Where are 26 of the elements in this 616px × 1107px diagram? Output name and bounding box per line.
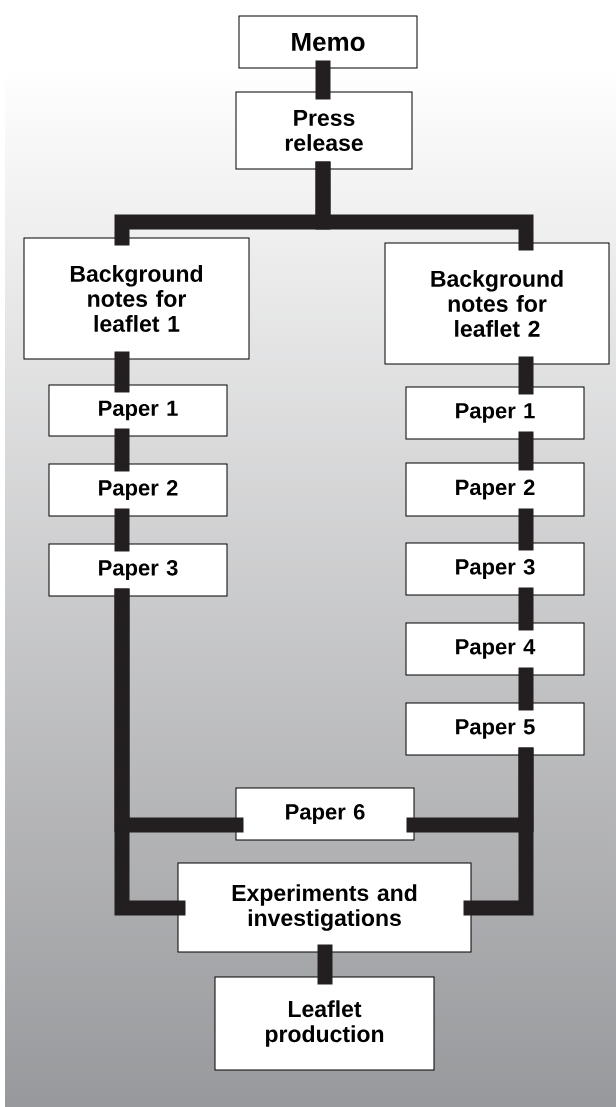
process-box: Paper 3 bbox=[405, 542, 585, 596]
connector-line bbox=[114, 351, 130, 393]
process-box: Background notes for leaflet 1 bbox=[23, 237, 250, 360]
process-box: Paper 2 bbox=[405, 462, 585, 517]
process-box: Paper 1 bbox=[405, 386, 585, 440]
process-box: Memo bbox=[238, 15, 418, 69]
connector-line bbox=[114, 428, 130, 472]
connector-line bbox=[518, 587, 534, 631]
process-box: Experiments and investigations bbox=[177, 862, 472, 953]
process-box: Leaflet production bbox=[214, 976, 435, 1071]
connector-line bbox=[518, 431, 534, 471]
process-box: Paper 4 bbox=[405, 622, 585, 676]
process-box: Paper 2 bbox=[48, 463, 228, 517]
process-box: Press release bbox=[235, 91, 413, 170]
connector-line bbox=[114, 508, 130, 552]
process-box: Paper 6 bbox=[235, 787, 415, 841]
process-box: Paper 3 bbox=[48, 543, 228, 597]
connector-line bbox=[315, 161, 534, 251]
connector-line bbox=[518, 508, 534, 551]
connector-line bbox=[518, 667, 534, 711]
connector-line bbox=[317, 944, 333, 985]
connector-line bbox=[518, 356, 534, 395]
process-box: Paper 5 bbox=[405, 702, 585, 756]
process-box: Paper 1 bbox=[48, 384, 228, 437]
process-box: Background notes for leaflet 2 bbox=[384, 242, 610, 365]
connector-line bbox=[315, 60, 331, 100]
